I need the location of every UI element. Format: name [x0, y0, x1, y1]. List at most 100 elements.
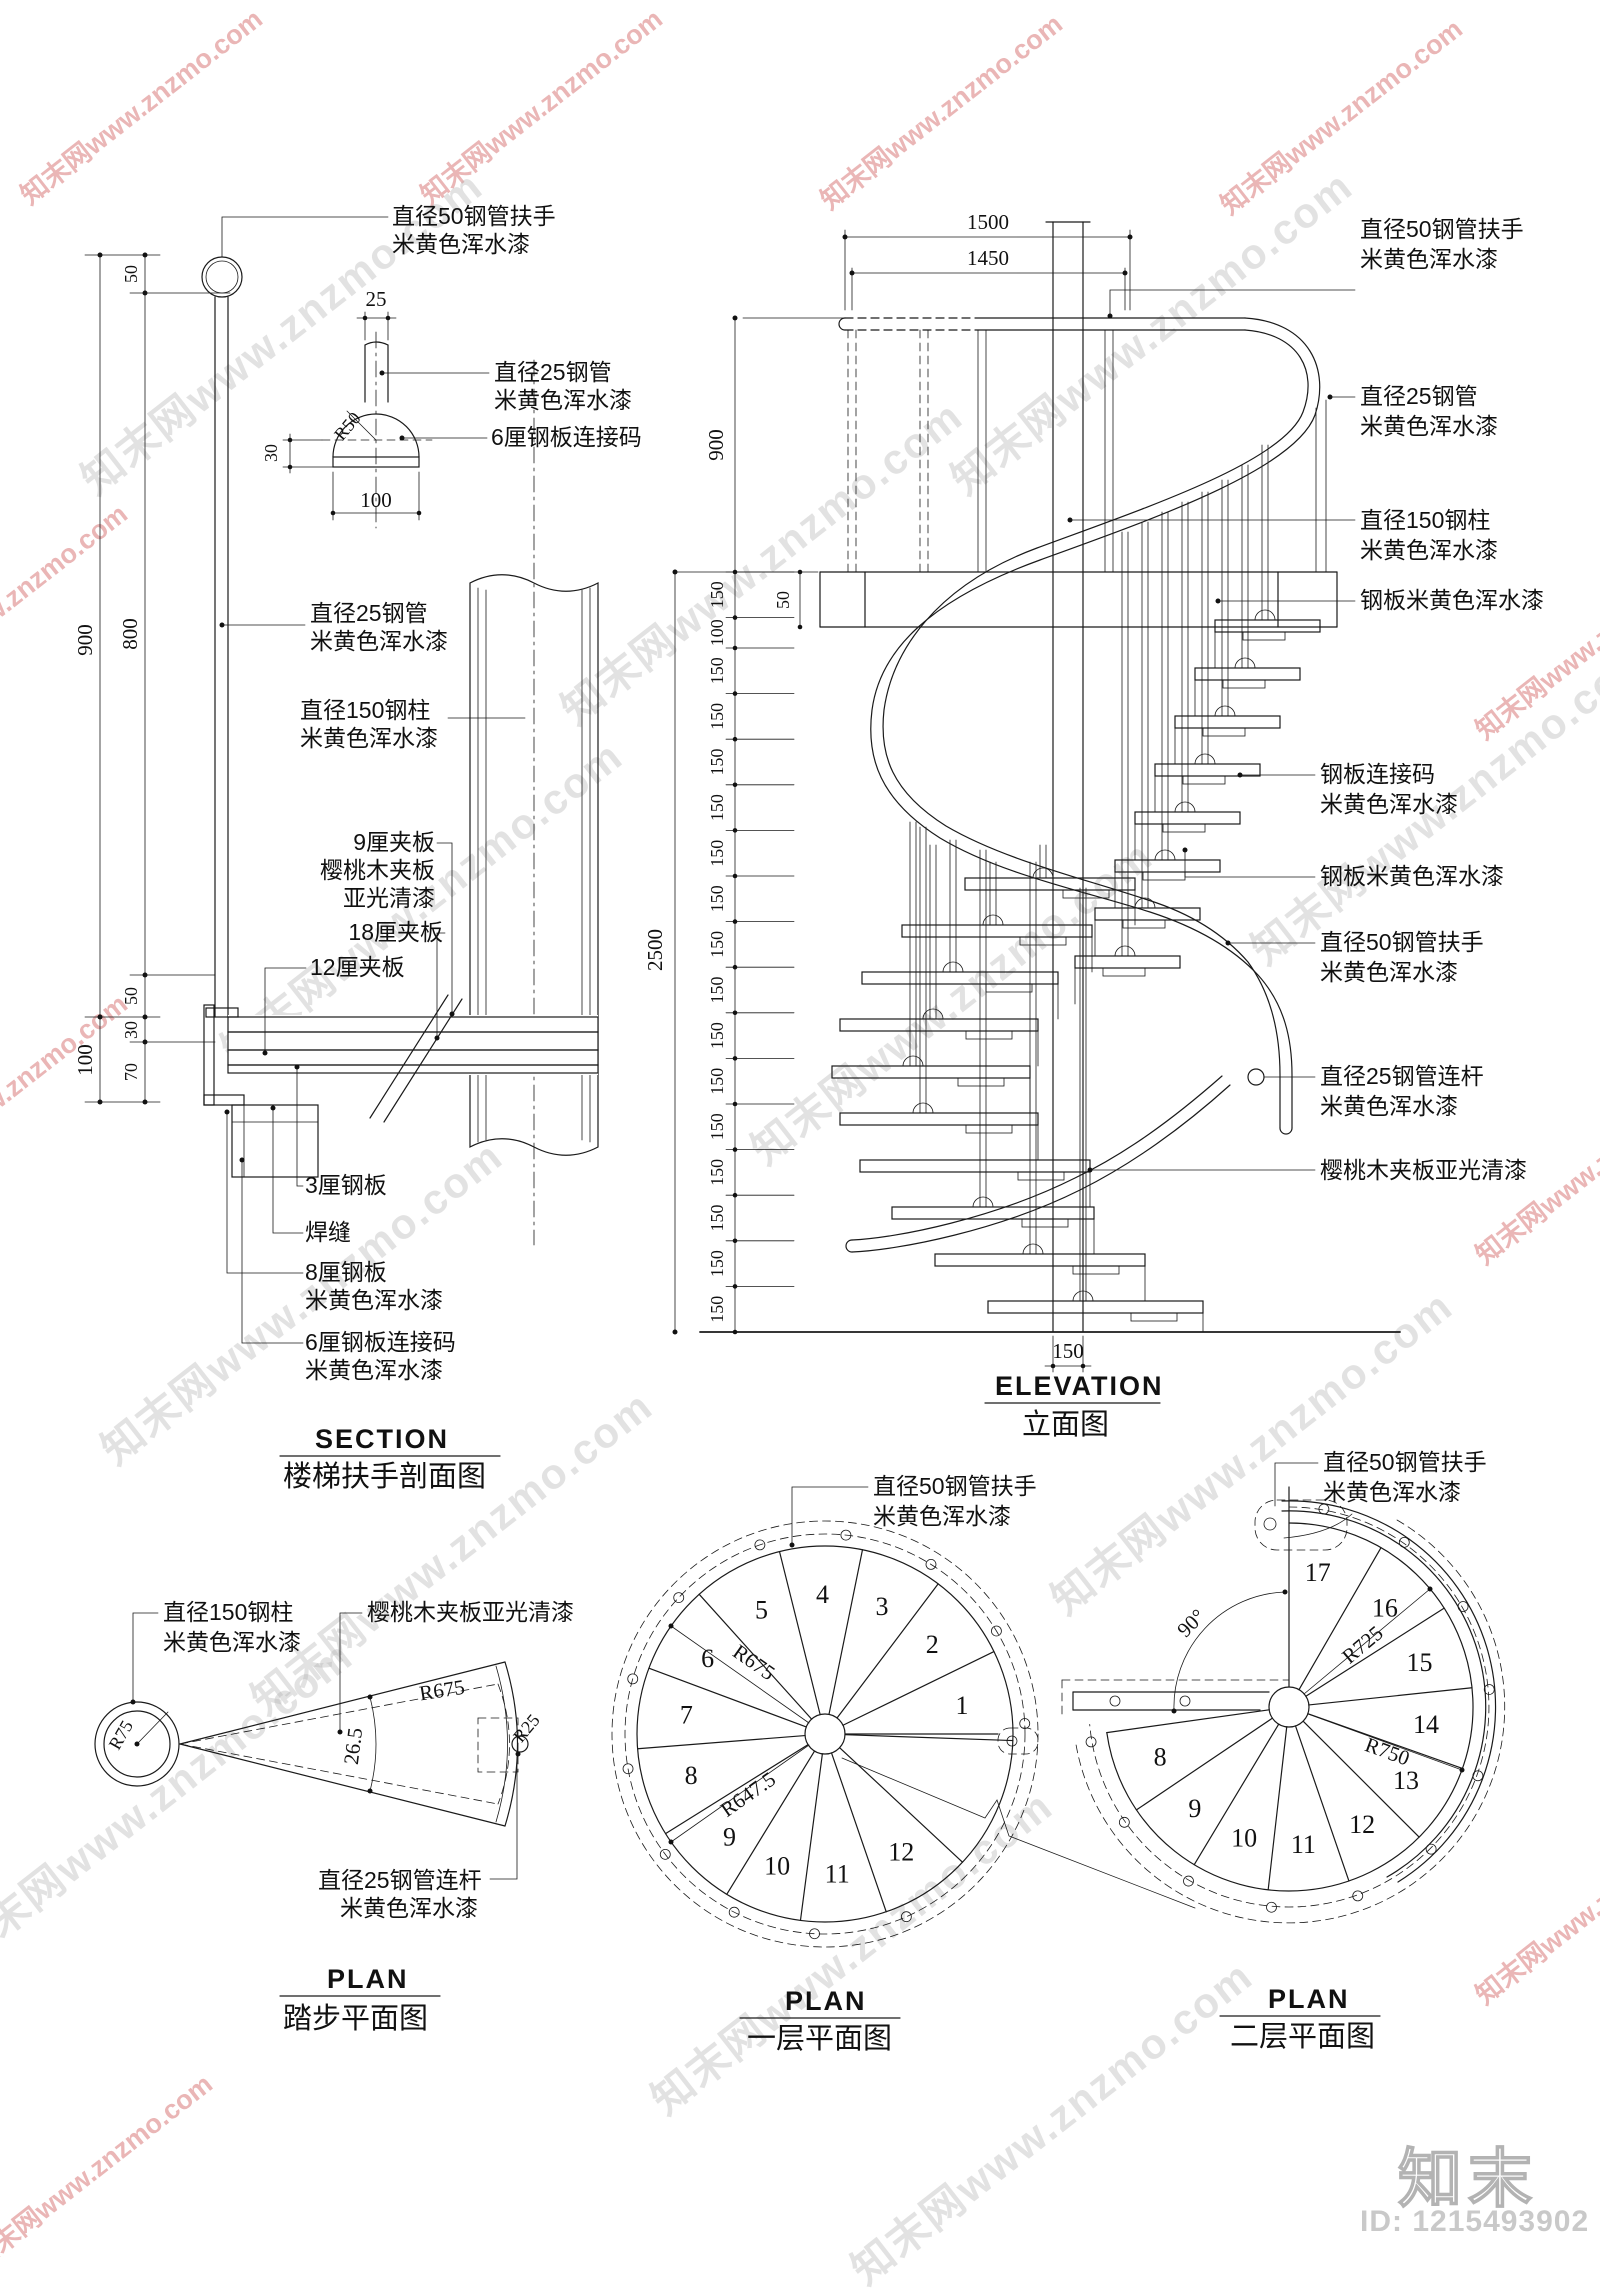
label-matte: 亚光清漆 [343, 885, 435, 911]
label-steel8: 8厘钢板 [305, 1259, 387, 1285]
label-ply9: 9厘夹板 [353, 829, 435, 855]
elev-label-column-paint: 米黄色浑水漆 [1360, 537, 1498, 563]
elev-label-cherry: 樱桃木夹板亚光清漆 [1320, 1157, 1527, 1183]
step-number: 3 [875, 1592, 888, 1621]
step-number: 6 [701, 1644, 714, 1673]
dim-r675-plan1: R675 [728, 1639, 779, 1685]
plan2-tread-lines [1106, 1547, 1473, 1891]
tread-outer-arc [504, 1661, 519, 1827]
dim-100-detail: 100 [360, 488, 392, 512]
tread-label-column: 直径150钢柱 [163, 1599, 293, 1625]
dim-50: 50 [121, 265, 141, 283]
dim-riser: 100 [707, 619, 727, 646]
steel-8-plate [203, 1004, 215, 1106]
dim-150-bottom: 150 [1052, 1339, 1084, 1363]
riser-dim-chain: 1501001501501501501501501501501501501501… [707, 569, 795, 1335]
step-number: 9 [723, 1822, 736, 1851]
elev-label-handrail2: 直径50钢管扶手 [1320, 929, 1484, 955]
step-number: 12 [1349, 1810, 1375, 1839]
plan2-rail-arc1 [1281, 1510, 1487, 1878]
dim-riser: 150 [707, 1296, 727, 1323]
dim-riser: 150 [707, 885, 727, 912]
step-number: 8 [685, 1761, 698, 1790]
base-plate [332, 456, 420, 468]
dim-riser: 150 [707, 931, 727, 958]
dim-30-detail: 30 [261, 444, 281, 462]
plan2-handrail-hook [1254, 1499, 1348, 1551]
tread-rod-plate [477, 1717, 519, 1773]
plan2-label-handrail: 直径50钢管扶手 [1323, 1449, 1487, 1475]
dim-riser: 150 [707, 1113, 727, 1140]
handrail-pipe-section [201, 256, 243, 298]
dim-26-5: 26.5 [339, 1726, 367, 1765]
dim-riser: 150 [707, 840, 727, 867]
label-steel6-paint: 米黄色浑水漆 [305, 1357, 443, 1383]
plan2-subtitle: 二层平面图 [1230, 2021, 1375, 2053]
step-number: 5 [755, 1595, 768, 1624]
dim-riser: 150 [707, 1250, 727, 1277]
step-number: 17 [1305, 1558, 1331, 1587]
dim-riser: 150 [707, 977, 727, 1004]
steel-3-plate [227, 1064, 599, 1074]
label-ply18: 18厘夹板 [348, 919, 443, 945]
dim-1500: 1500 [967, 210, 1009, 234]
section-view: 900 100 50 800 50 30 70 直径50钢管扶手 米黄色浑水漆 … [73, 203, 599, 1493]
label-ply12: 12厘夹板 [310, 954, 405, 980]
label-det-connector: 6厘钢板连接码 [491, 424, 642, 450]
step-number: 15 [1406, 1648, 1432, 1677]
lower-handrail-inner [851, 1075, 1223, 1241]
tread-title: PLAN [327, 1964, 409, 1994]
elev-label-column: 直径150钢柱 [1360, 507, 1490, 533]
elev-label-rod-paint: 米黄色浑水漆 [1320, 1093, 1458, 1119]
dim-2500: 2500 [643, 929, 667, 971]
handrail-swoop-outer [870, 317, 1321, 1129]
dim-r6475-plan1: R647.5 [716, 1767, 780, 1822]
plan2-rail-arc2 [1281, 1500, 1497, 1883]
steel-column-150 [469, 574, 599, 1156]
plan1-subtitle: 一层平面图 [747, 2023, 892, 2055]
elev-label-rod: 直径25钢管连杆 [1320, 1063, 1484, 1089]
tread-label-rod-paint: 米黄色浑水漆 [340, 1895, 478, 1921]
plan2-label-paint: 米黄色浑水漆 [1323, 1479, 1461, 1505]
dim-100: 100 [73, 1044, 97, 1076]
step-number: 11 [1291, 1830, 1316, 1859]
tread-label-column-paint: 米黄色浑水漆 [163, 1629, 301, 1655]
site-logo-watermark: 知末 [1397, 2142, 1538, 2216]
tread-rod-circle [511, 1735, 529, 1753]
dim-30: 30 [121, 1021, 141, 1039]
label-det-pipe25: 直径25钢管 [494, 359, 612, 385]
label-steel3: 3厘钢板 [305, 1172, 387, 1198]
step-number: 10 [764, 1852, 790, 1881]
dim-riser: 150 [707, 794, 727, 821]
step-number: 10 [1231, 1823, 1257, 1852]
plan2-baluster-circles [1085, 1503, 1495, 1913]
dim-r725: R725 [1337, 1621, 1387, 1669]
plan2-title: PLAN [1268, 1984, 1350, 2014]
dim-riser: 150 [707, 1022, 727, 1049]
dim-riser: 150 [707, 703, 727, 730]
rod-connector-circle [1247, 1068, 1265, 1086]
step-number: 13 [1393, 1766, 1419, 1795]
section-title: SECTION [315, 1424, 449, 1454]
plan1-title: PLAN [785, 1986, 867, 2016]
dim-r675-tread: R675 [418, 1675, 467, 1706]
dim-riser: 150 [707, 1159, 727, 1186]
tread-subtitle: 踏步平面图 [283, 2002, 428, 2035]
steel-6-connector [231, 1104, 319, 1178]
plan2-outer-circle [1106, 1522, 1474, 1892]
elev-label-handrail: 直径50钢管扶手 [1360, 216, 1524, 242]
dim-50b: 50 [121, 987, 141, 1005]
elev-label-plate2: 钢板米黄色浑水漆 [1320, 863, 1504, 889]
plan1-outer-circle [636, 1545, 1014, 1923]
elev-label-handrail2-paint: 米黄色浑水漆 [1320, 959, 1458, 985]
plan1-label-paint: 米黄色浑水漆 [873, 1503, 1011, 1529]
elev-label-pipe25: 直径25钢管 [1360, 383, 1478, 409]
label-cherry: 樱桃木夹板 [320, 857, 435, 883]
step-number: 7 [680, 1701, 693, 1730]
label-steel8-paint: 米黄色浑水漆 [305, 1287, 443, 1313]
